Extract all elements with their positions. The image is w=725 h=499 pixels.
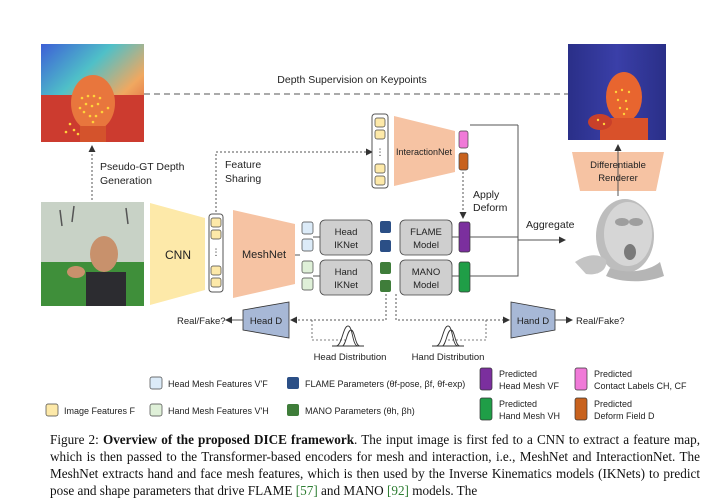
hand-mesh-feature-1 bbox=[301, 260, 314, 274]
caption-ref-57[interactable]: [57] bbox=[295, 483, 318, 498]
caption-text-1: . The input image is first fed to a CNN … bbox=[50, 432, 700, 498]
head-mesh-feature-2 bbox=[301, 238, 314, 252]
predicted-3d-mesh bbox=[575, 199, 664, 282]
depth-supervision-label: Depth Supervision on Keypoints bbox=[277, 74, 426, 86]
predicted-hand-mesh-token bbox=[458, 261, 471, 293]
head-iknet-line2: IKNet bbox=[334, 240, 358, 251]
flame-parameters-token-2 bbox=[380, 240, 391, 252]
legend-predicted-contact-line2: Contact Labels CH, CF bbox=[594, 381, 687, 391]
mano-parameters-token-2 bbox=[380, 280, 391, 292]
interaction-features-column: ⋮ bbox=[371, 113, 389, 189]
predicted-head-mesh-token bbox=[458, 221, 471, 253]
hand-iknet-block bbox=[319, 259, 373, 296]
caption-label: Figure 2: bbox=[50, 432, 99, 447]
legend-predicted-contact-line1: Predicted bbox=[594, 369, 632, 379]
meshnet-block bbox=[233, 210, 295, 298]
hand-d-label: Hand D bbox=[517, 316, 549, 327]
contact-labels-token bbox=[458, 130, 469, 149]
interactionnet-label: InteractionNet bbox=[396, 147, 453, 157]
feature-sharing-line2: Sharing bbox=[225, 173, 261, 185]
head-discriminator-block bbox=[242, 301, 290, 339]
figure-caption: Figure 2: Overview of the proposed DICE … bbox=[50, 431, 700, 499]
svg-text:⋮: ⋮ bbox=[212, 247, 221, 257]
legend-predicted-deform-line1: Predicted bbox=[594, 399, 632, 409]
legend: Head Mesh Features V'F Image Features F … bbox=[45, 367, 687, 421]
feature-sharing-line1: Feature bbox=[225, 159, 261, 171]
legend-predicted-head-mesh-line1: Predicted bbox=[499, 369, 537, 379]
apply-deform-line1: Apply bbox=[473, 189, 500, 201]
head-d-label: Head D bbox=[250, 316, 282, 327]
real-fake-right: Real/Fake? bbox=[576, 316, 625, 327]
legend-image-features: Image Features F bbox=[64, 406, 136, 416]
hand-distribution-label: Hand Distribution bbox=[412, 352, 485, 363]
hand-discriminator-block bbox=[510, 301, 556, 339]
mano-model-line1: MANO bbox=[412, 267, 441, 278]
apply-deform-line2: Deform bbox=[473, 202, 508, 214]
interactionnet-block bbox=[394, 116, 455, 186]
head-distribution-label: Head Distribution bbox=[314, 352, 387, 363]
hand-iknet-line2: IKNet bbox=[334, 280, 358, 291]
head-iknet-line1: Head bbox=[335, 227, 358, 238]
flame-parameters-token-1 bbox=[380, 221, 391, 233]
meshnet-label: MeshNet bbox=[242, 249, 286, 261]
deform-field-token bbox=[458, 152, 469, 171]
svg-text:⋮: ⋮ bbox=[376, 147, 385, 157]
mano-model-block bbox=[399, 259, 453, 296]
legend-hand-mesh-features: Hand Mesh Features V'H bbox=[168, 406, 269, 416]
caption-text-2: and MANO bbox=[317, 483, 387, 498]
flame-model-line2: Model bbox=[413, 240, 439, 251]
legend-predicted-hand-mesh-line2: Hand Mesh VH bbox=[499, 411, 560, 421]
input-image bbox=[41, 202, 144, 306]
aggregate-label: Aggregate bbox=[526, 219, 575, 231]
real-fake-left: Real/Fake? bbox=[177, 316, 226, 327]
hand-distribution-curve bbox=[432, 325, 464, 347]
head-distribution-curve bbox=[332, 325, 364, 347]
hand-mesh-feature-2 bbox=[301, 277, 314, 291]
caption-ref-92[interactable]: [92] bbox=[386, 483, 409, 498]
pseudo-gt-depth-image bbox=[41, 44, 144, 142]
caption-text-3: models. The bbox=[408, 483, 478, 498]
caption-title: Overview of the proposed DICE framework bbox=[102, 432, 355, 447]
cnn-block bbox=[150, 203, 205, 305]
legend-head-mesh-features: Head Mesh Features V'F bbox=[168, 379, 268, 389]
mano-parameters-token-1 bbox=[380, 262, 391, 274]
pseudo-gt-label-line2: Generation bbox=[100, 175, 152, 187]
cnn-label: CNN bbox=[165, 248, 191, 262]
legend-mano-parameters: MANO Parameters (θh, βh) bbox=[305, 406, 415, 416]
rendered-output-image bbox=[568, 44, 666, 140]
legend-predicted-deform-line2: Deform Field D bbox=[594, 411, 655, 421]
legend-flame-parameters: FLAME Parameters (θf-pose, βf, θf-exp) bbox=[305, 379, 465, 389]
pseudo-gt-label-line1: Pseudo-GT Depth bbox=[100, 161, 185, 173]
legend-predicted-head-mesh-line2: Head Mesh VF bbox=[499, 381, 560, 391]
mano-model-line2: Model bbox=[413, 280, 439, 291]
hand-iknet-line1: Hand bbox=[335, 267, 358, 278]
image-features-column: ⋮ bbox=[208, 213, 224, 293]
flame-model-line1: FLAME bbox=[410, 227, 442, 238]
head-mesh-feature-1 bbox=[301, 221, 314, 235]
dice-framework-diagram: Depth Supervision on Keypoints Pseudo-GT… bbox=[41, 44, 687, 421]
legend-predicted-hand-mesh-line1: Predicted bbox=[499, 399, 537, 409]
